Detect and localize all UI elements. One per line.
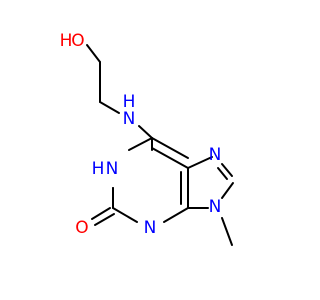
molecule-structure: H O N H H N O N N N bbox=[0, 0, 300, 300]
atom-n7: N bbox=[209, 145, 222, 165]
atom-nh-side-h: H bbox=[123, 92, 136, 112]
bond-c2-n bbox=[99, 101, 120, 114]
bond-c6-c5-top bbox=[151, 137, 189, 159]
atom-n3: N bbox=[144, 218, 157, 238]
bond-c2-n3 bbox=[112, 207, 138, 223]
bond-c2-o-b bbox=[94, 213, 115, 226]
bond-n7-c8-a bbox=[221, 163, 233, 177]
bond-n9-methyl bbox=[221, 217, 233, 246]
bond-c8-n9 bbox=[221, 182, 234, 199]
bond-c2-o-a bbox=[91, 207, 111, 220]
bond-c5-c6 bbox=[151, 147, 189, 169]
bond-n3-c4 bbox=[163, 207, 189, 223]
atom-n9: N bbox=[209, 197, 222, 217]
atom-o-carbonyl: O bbox=[75, 218, 88, 238]
bond-n-c6 bbox=[138, 125, 153, 139]
atom-n1-n: N bbox=[106, 159, 119, 179]
atom-n1-h: H bbox=[92, 159, 105, 179]
background bbox=[0, 0, 300, 300]
bond-c5-n7 bbox=[187, 156, 213, 169]
atom-oh-h: H bbox=[60, 31, 73, 51]
atom-oh-o: O bbox=[71, 31, 84, 51]
bond-n7-c8-b bbox=[217, 167, 228, 180]
bond-o-c1 bbox=[86, 44, 101, 63]
bond-c6-n1 bbox=[128, 137, 153, 151]
atom-nh-side-n: N bbox=[123, 109, 136, 129]
